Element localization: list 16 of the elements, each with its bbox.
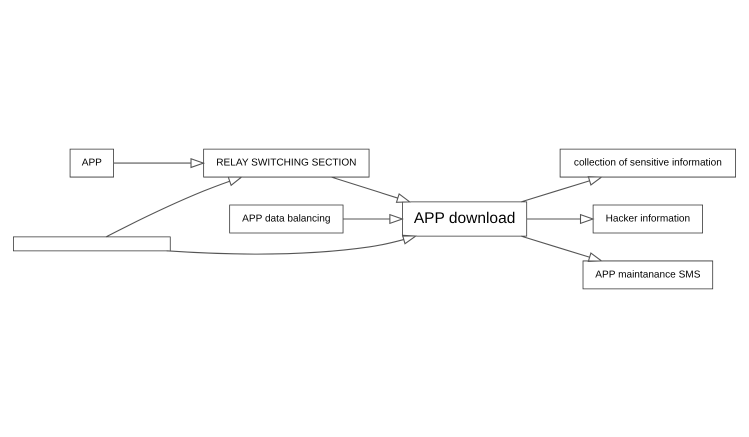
arrow [331, 176, 412, 202]
arrow [520, 235, 604, 262]
arrow [114, 157, 206, 168]
arrow [166, 234, 418, 254]
arrow [526, 213, 595, 224]
node-box: APP data balancing [229, 204, 344, 233]
arrow [343, 213, 404, 224]
arrow [520, 176, 604, 202]
node-box: collection of sensitive information [560, 148, 736, 177]
node-box: APP maintanance SMS [582, 260, 714, 289]
node-box: APP [70, 148, 114, 177]
node-box: APP download [402, 201, 528, 236]
node-bar [13, 236, 171, 251]
node-box: Hacker information [592, 204, 703, 233]
node-box: RELAY SWITCHING SECTION [203, 148, 370, 177]
arrow [106, 176, 243, 237]
